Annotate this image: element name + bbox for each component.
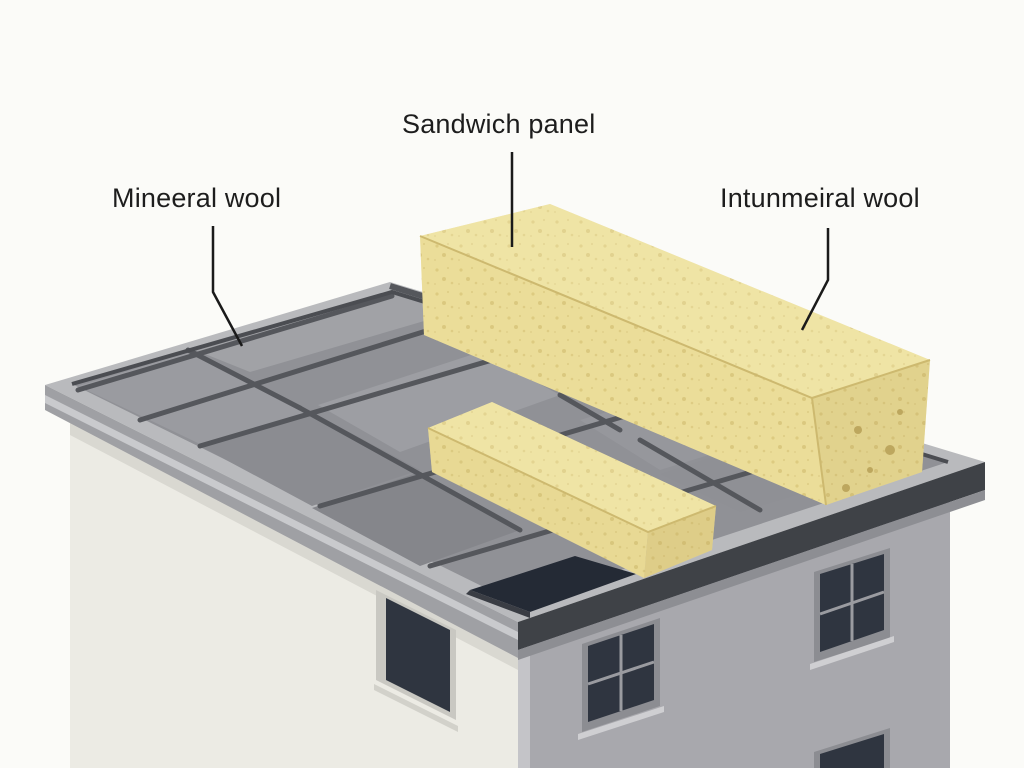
right-wall-edge-light <box>518 636 530 768</box>
label-intunmeiral-wool: Intunmeiral wool <box>720 183 920 331</box>
sandwich-panel-label: Sandwich panel <box>402 109 595 139</box>
right-wall-window-1 <box>578 618 664 740</box>
right-wall-window-3 <box>814 728 890 768</box>
intunmeiral-wool-leader <box>800 228 830 331</box>
building <box>70 405 950 768</box>
right-wall-window-2 <box>810 548 894 670</box>
mineral-wool-slab <box>427 402 717 578</box>
label-sandwich-panel: Sandwich panel <box>402 109 595 247</box>
parapet-right-face <box>518 462 985 650</box>
mineral-wool-label: Mineeral wool <box>112 183 281 213</box>
intunmeiral-wool-label: Intunmeiral wool <box>720 183 920 213</box>
left-wall-window <box>374 590 458 732</box>
sandwich-panel-block <box>419 204 931 506</box>
mineral-wool-leader <box>211 226 244 347</box>
label-mineral-wool: Mineeral wool <box>112 183 281 347</box>
roof-opening <box>470 556 636 612</box>
